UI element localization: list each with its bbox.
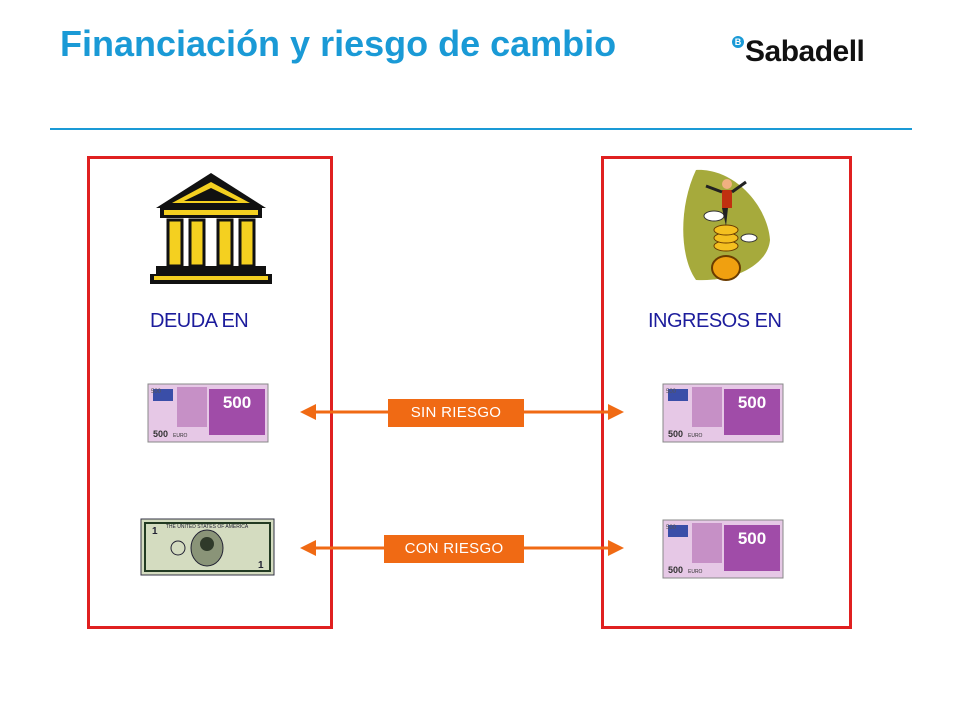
euro-note-corner-value: 500 xyxy=(666,525,677,531)
sabadell-logo: B Sabadell xyxy=(732,32,865,72)
debt-currency-label: DEUDA EN xyxy=(150,310,249,332)
bank-building-icon xyxy=(146,170,276,291)
income-acrobat-icon xyxy=(676,168,772,289)
euro-note-bottom-value: 500 xyxy=(668,429,683,439)
logo-text: Sabadell xyxy=(745,35,865,68)
euro-note-value: 500 xyxy=(738,393,766,412)
dollar-note-value: 1 xyxy=(152,526,158,537)
income-euro-banknote-2: 500 500 500 EURO xyxy=(662,519,784,584)
euro-note-value: 500 xyxy=(738,529,766,548)
euro-note-currency: EURO xyxy=(173,433,188,439)
dollar-note-header: THE UNITED STATES OF AMERICA xyxy=(166,524,249,530)
logo-mark-icon: B xyxy=(732,36,744,48)
income-euro-banknote-1: 500 500 500 EURO xyxy=(662,383,784,448)
no-risk-label: SIN RIESGO xyxy=(388,399,524,427)
income-panel xyxy=(601,156,852,629)
euro-note-currency: EURO xyxy=(688,569,703,575)
risk-label: CON RIESGO xyxy=(384,535,524,563)
euro-note-corner-value: 500 xyxy=(151,389,162,395)
debt-euro-banknote: 500 500 500 EURO xyxy=(147,383,269,448)
euro-note-bottom-value: 500 xyxy=(668,565,683,575)
page-title: Financiación y riesgo de cambio xyxy=(60,23,617,64)
income-currency-label: INGRESOS EN xyxy=(648,310,782,332)
dollar-note-corner-value: 1 xyxy=(258,560,264,571)
euro-note-corner-value: 500 xyxy=(666,389,677,395)
euro-note-currency: EURO xyxy=(688,433,703,439)
debt-dollar-banknote: THE UNITED STATES OF AMERICA 1 1 xyxy=(140,518,275,581)
debt-panel xyxy=(87,156,333,629)
euro-note-value: 500 xyxy=(223,393,251,412)
header-divider xyxy=(50,128,912,130)
euro-note-bottom-value: 500 xyxy=(153,429,168,439)
